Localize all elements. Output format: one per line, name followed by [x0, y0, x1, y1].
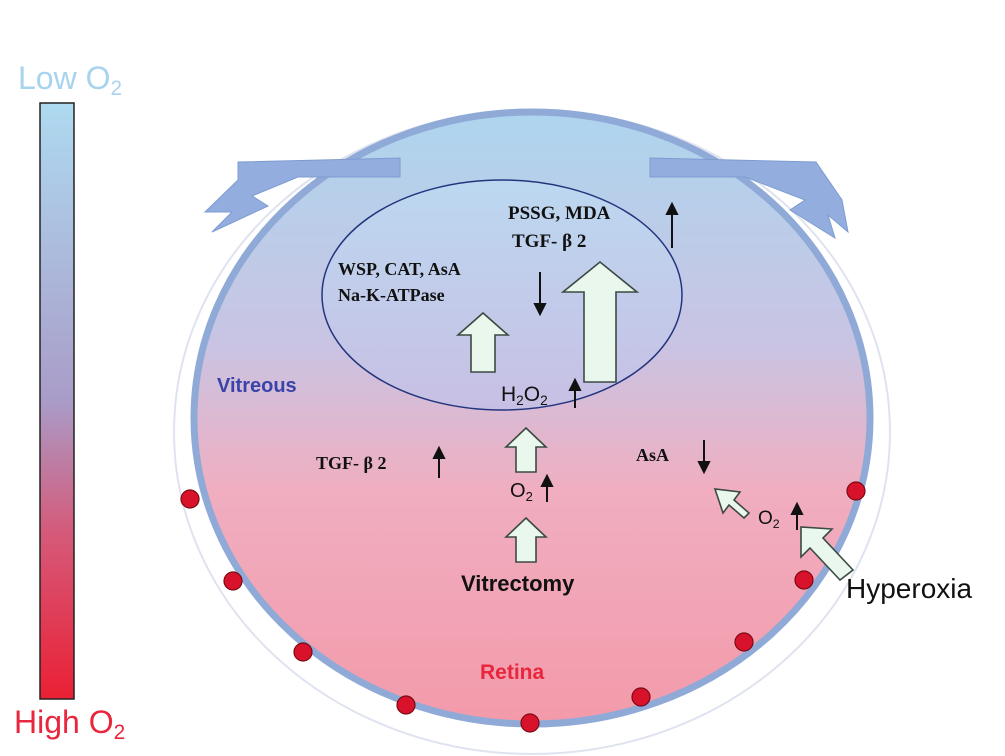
zonule-left [203, 157, 401, 233]
retinal-vessel [794, 570, 814, 590]
arrow-tgf-up-head [432, 445, 446, 459]
asa-text: AsA [636, 445, 670, 465]
retinal-vessel [631, 687, 651, 707]
retinal-vessel [293, 642, 313, 662]
vitrectomy-label: Vitrectomy [461, 571, 575, 596]
arrow-wsp-down-head [533, 303, 547, 317]
arrow-o2-small-up-head [540, 473, 554, 487]
pssg-mda-text: PSSG, MDA [508, 203, 611, 224]
arrow-h2o2-up [503, 426, 549, 473]
o2-center-text: O2 [510, 480, 533, 504]
arrow-h2o2-small-up-head [568, 377, 582, 391]
arrow-o2-up [503, 516, 549, 563]
retinal-vessel [846, 481, 866, 501]
o2-right-text: O2 [758, 508, 780, 531]
hyperoxia-label: Hyperoxia [846, 573, 973, 604]
retinal-vessel [520, 713, 540, 733]
arrow-o2-right-up-head [790, 501, 804, 515]
h2o2-text: H2O2 [501, 383, 548, 409]
arrow-lens-up [455, 311, 511, 373]
zonule-right [649, 157, 849, 240]
low-o2-label: Low O2 [18, 60, 123, 101]
vitreous-label: Vitreous [217, 375, 297, 397]
retinal-vessel [180, 489, 200, 509]
arrow-pssg-up-head [665, 201, 679, 215]
tgf-lens-text: TGF- β 2 [512, 231, 587, 252]
arrow-hyperoxia [800, 526, 855, 582]
tgf-retina-text: TGF- β 2 [316, 453, 387, 473]
arrow-diagonal-small [713, 488, 751, 520]
wsp-cat-asa-text: WSP, CAT, AsA [338, 259, 461, 279]
retinal-vessel [396, 695, 416, 715]
high-o2-label: High O2 [14, 704, 126, 745]
retinal-vessel [734, 632, 754, 652]
na-k-atpase-text: Na-K-ATPase [338, 285, 445, 305]
retinal-vessel [223, 571, 243, 591]
retina-label: Retina [480, 661, 545, 684]
oxygen-gradient-bar [39, 102, 75, 700]
arrow-asa-down-head [697, 461, 711, 475]
arrow-large-up [560, 260, 640, 383]
